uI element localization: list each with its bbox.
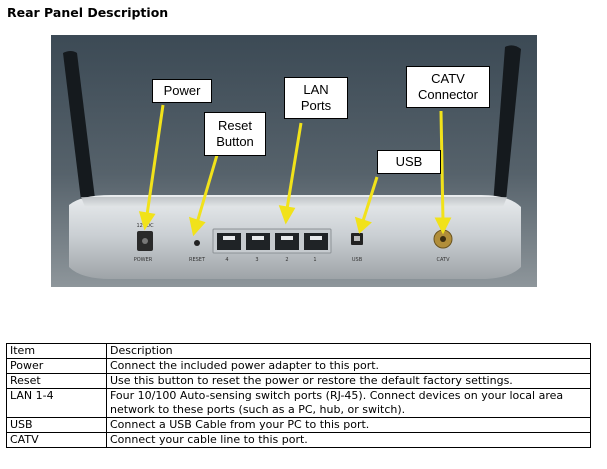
table-cell-item: LAN 1-4 [6, 388, 107, 418]
callout-usb: USB [377, 150, 441, 174]
usb-port-label: USB [352, 257, 363, 263]
section-heading: Rear Panel Description [7, 5, 169, 20]
table-row: CATV Connect your cable line to this por… [6, 432, 591, 448]
table-cell-item: Power [6, 358, 107, 374]
table-row: LAN 1-4 Four 10/100 Auto-sensing switch … [6, 388, 591, 418]
table-cell-description: Connect the included power adapter to th… [106, 358, 591, 374]
table-row: Power Connect the included power adapter… [6, 358, 591, 374]
table-cell-description: Use this button to reset the power or re… [106, 373, 591, 389]
table-cell-description: Connect your cable line to this port. [106, 432, 591, 448]
reset-port-label: RESET [189, 257, 206, 263]
callout-power: Power [152, 79, 212, 103]
lan2-port-label: 2 [285, 257, 288, 263]
callout-catv-connector: CATV Connector [406, 66, 490, 108]
power-port-label: POWER [134, 257, 153, 263]
table-cell-item: CATV [6, 432, 107, 448]
table-row: USB Connect a USB Cable from your PC to … [6, 417, 591, 433]
callout-lan-ports: LAN Ports [284, 77, 348, 119]
table-cell-description: Four 10/100 Auto-sensing switch ports (R… [106, 388, 591, 418]
rear-panel-table: Item Description Power Connect the inclu… [6, 343, 591, 448]
table-header-row: Item Description [6, 343, 591, 359]
lan4-port-label: 4 [225, 257, 228, 263]
table-header-item: Item [6, 343, 107, 359]
table-row: Reset Use this button to reset the power… [6, 373, 591, 389]
table-header-description: Description [106, 343, 591, 359]
table-cell-item: Reset [6, 373, 107, 389]
catv-port-label: CATV [437, 257, 451, 263]
lan1-port-label: 1 [313, 257, 316, 263]
lan3-port-label: 3 [255, 257, 258, 263]
callout-reset-button: Reset Button [204, 112, 266, 156]
table-cell-description: Connect a USB Cable from your PC to this… [106, 417, 591, 433]
table-cell-item: USB [6, 417, 107, 433]
